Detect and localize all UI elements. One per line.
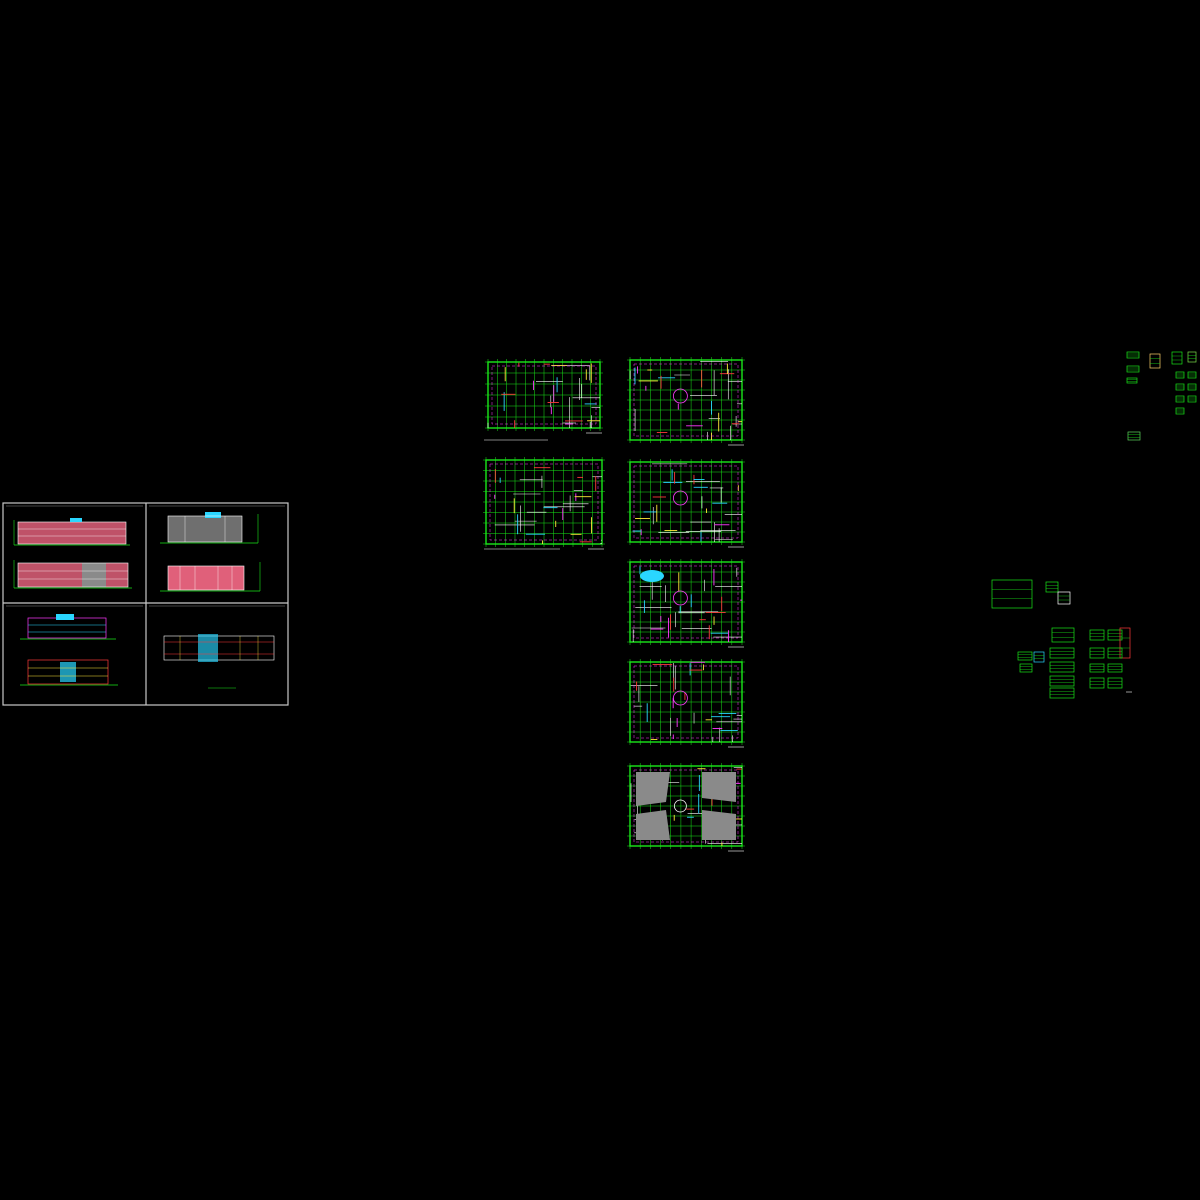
detail-block bbox=[1051, 627, 1075, 643]
detail-block bbox=[1126, 351, 1140, 359]
detail-block bbox=[1175, 383, 1185, 391]
detail-block bbox=[1089, 629, 1105, 641]
detail-block bbox=[991, 579, 1033, 609]
detail-block bbox=[1187, 383, 1197, 391]
floor-plan-4 bbox=[627, 659, 745, 748]
detail-block bbox=[1049, 675, 1075, 687]
detail-block bbox=[1033, 651, 1045, 663]
detail-block bbox=[1049, 661, 1075, 673]
detail-block bbox=[1107, 677, 1123, 689]
detail-block bbox=[1089, 663, 1105, 673]
detail-block bbox=[1049, 687, 1075, 699]
detail-block bbox=[1126, 365, 1140, 373]
detail-block bbox=[1089, 677, 1105, 689]
detail-blocks-lower-right bbox=[991, 579, 1132, 699]
detail-block bbox=[1045, 581, 1059, 593]
rear-elevation bbox=[13, 560, 132, 589]
detail-block bbox=[1017, 651, 1033, 661]
detail-block bbox=[1187, 351, 1197, 363]
site-plans-column-a bbox=[483, 359, 605, 550]
detail-block bbox=[1049, 647, 1075, 659]
detail-block bbox=[1171, 351, 1183, 365]
detail-block bbox=[1107, 663, 1123, 673]
section-a bbox=[20, 614, 116, 640]
detail-block bbox=[1127, 431, 1141, 441]
detail-block bbox=[1019, 663, 1033, 673]
detail-block bbox=[1126, 377, 1138, 384]
detail-block bbox=[1187, 395, 1197, 403]
side-elevation-b bbox=[160, 562, 261, 592]
detail-block bbox=[1149, 353, 1161, 369]
section-b bbox=[20, 659, 118, 686]
floor-plan-5 bbox=[627, 763, 745, 852]
floor-plans-column-b bbox=[627, 357, 745, 852]
floor-plan-2 bbox=[627, 459, 745, 548]
floor-plan-3 bbox=[627, 559, 745, 648]
floor-plan-1 bbox=[627, 357, 745, 446]
detail-blocks-upper-right bbox=[1126, 351, 1197, 441]
long-floor-plan bbox=[163, 634, 275, 689]
detail-block bbox=[1107, 647, 1123, 659]
front-elevation bbox=[13, 518, 130, 546]
site-plan-1 bbox=[485, 359, 603, 434]
detail-block bbox=[1175, 407, 1185, 415]
detail-block bbox=[1187, 371, 1197, 379]
detail-block bbox=[1089, 647, 1105, 659]
detail-block bbox=[1057, 591, 1071, 605]
side-elevation-a bbox=[160, 512, 259, 544]
site-plan-2 bbox=[483, 457, 605, 550]
elevations-and-sections-set bbox=[2, 502, 289, 706]
detail-block bbox=[1175, 371, 1185, 379]
detail-block bbox=[1175, 395, 1185, 403]
